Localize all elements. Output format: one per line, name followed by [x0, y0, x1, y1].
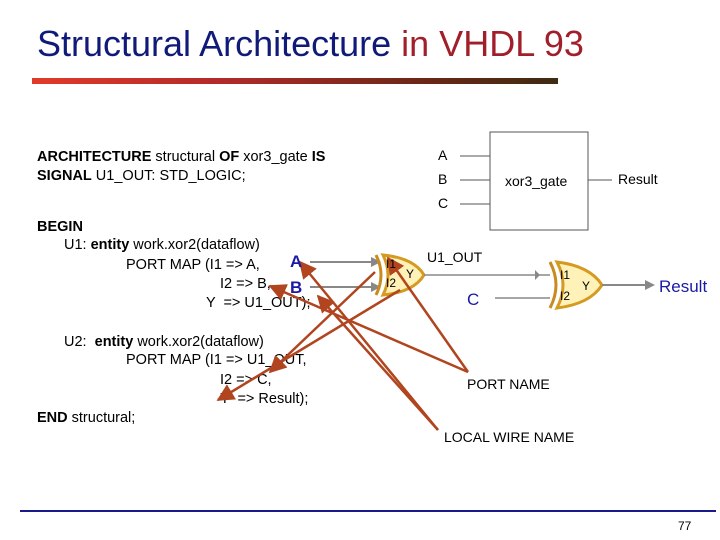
top-output-result: Result	[618, 171, 658, 187]
g2-port-i1: I1	[560, 268, 571, 282]
top-block-name: xor3_gate	[505, 173, 568, 189]
wire-u1-tick	[535, 270, 540, 280]
g1-port-y: Y	[406, 267, 415, 281]
slide-title: Structural Architecture in VHDL 93	[37, 22, 584, 66]
annotation-local-wire-name: LOCAL WIRE NAME	[444, 429, 575, 445]
title-underline	[32, 78, 558, 84]
title-accent: in VHDL 93	[391, 23, 584, 64]
signal-b: B	[290, 278, 303, 297]
code-line-u1: U1: entity work.xor2(dataflow)	[64, 237, 260, 253]
top-input-b: B	[438, 171, 448, 187]
code-line-signal: SIGNAL U1_OUT: STD_LOGIC;	[37, 168, 246, 184]
signal-u1-out: U1_OUT	[427, 249, 483, 265]
xor-gate-u2	[548, 260, 604, 310]
g1-port-i2: I2	[386, 276, 397, 290]
code-line-end: END structural;	[37, 410, 136, 426]
g1-port-i1: I1	[386, 257, 397, 271]
signal-a: A	[290, 252, 303, 271]
signal-c: C	[467, 290, 480, 309]
code-line-architecture: ARCHITECTURE structural OF xor3_gate IS	[37, 149, 326, 165]
top-input-a: A	[438, 147, 448, 163]
g2-port-i2: I2	[560, 289, 571, 303]
annotation-port-name: PORT NAME	[467, 376, 550, 392]
xor3-block	[489, 131, 589, 231]
code-line-u2: U2: entity work.xor2(dataflow)	[64, 334, 264, 350]
code-line-u1-i2: I2 => B,	[220, 276, 271, 292]
code-line-u1-portmap: PORT MAP (I1 => A,	[126, 257, 260, 273]
arrow-port-1	[268, 271, 376, 374]
title-main: Structural Architecture	[37, 23, 392, 64]
arrow-port-2	[216, 288, 401, 402]
top-input-c: C	[438, 195, 449, 211]
signal-result: Result	[659, 277, 708, 296]
arrow-local-wire-a	[298, 260, 439, 431]
arrow-port-name-a	[268, 284, 469, 374]
code-line-begin: BEGIN	[37, 219, 83, 235]
page-number: 77	[678, 519, 692, 533]
g2-port-y: Y	[582, 279, 591, 293]
code-line-u2-i2: I2 => C,	[220, 372, 272, 388]
code-line-u1-y: Y => U1_OUT);	[206, 295, 311, 311]
arrow-local-wire-b	[316, 294, 439, 431]
footer-rule	[20, 510, 716, 512]
arrow-port-name-b	[386, 256, 470, 373]
